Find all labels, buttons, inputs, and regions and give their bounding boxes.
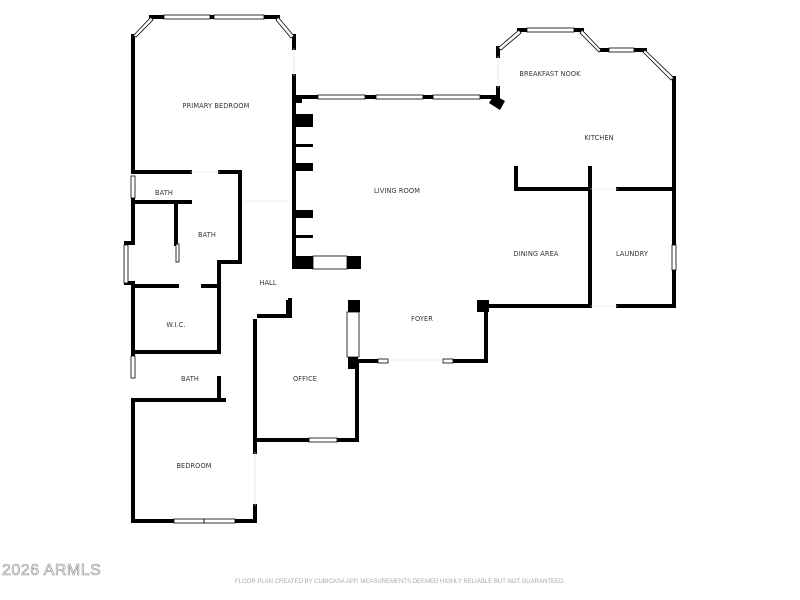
room-label-wic: W.I.C. xyxy=(166,321,186,329)
room-label-breakfast-nook: BREAKFAST NOOK xyxy=(519,70,581,78)
room-label-bath-2: BATH xyxy=(198,231,216,239)
copyright-watermark: 2026 ARMLS xyxy=(2,562,102,580)
room-label-kitchen: KITCHEN xyxy=(584,134,614,142)
wall-blocks xyxy=(286,95,505,369)
room-label-bath-1: BATH xyxy=(155,189,173,197)
room-label-primary-bedroom: PRIMARY BEDROOM xyxy=(182,102,250,110)
room-label-living-room: LIVING ROOM xyxy=(374,187,420,195)
floor-plan-disclaimer: FLOOR PLAN CREATED BY CUBICASA APP. MEAS… xyxy=(235,579,565,585)
windows xyxy=(123,14,677,524)
room-label-bath-3: BATH xyxy=(181,375,199,383)
openings xyxy=(190,48,618,506)
room-label-dining-area: DINING AREA xyxy=(513,250,559,258)
room-label-hall: HALL xyxy=(259,279,277,287)
room-label-laundry: LAUNDRY xyxy=(615,250,649,258)
room-label-foyer: FOYER xyxy=(411,315,433,323)
room-label-bedroom: BEDROOM xyxy=(176,462,212,470)
room-label-office: OFFICE xyxy=(292,375,318,383)
walls xyxy=(124,15,676,523)
